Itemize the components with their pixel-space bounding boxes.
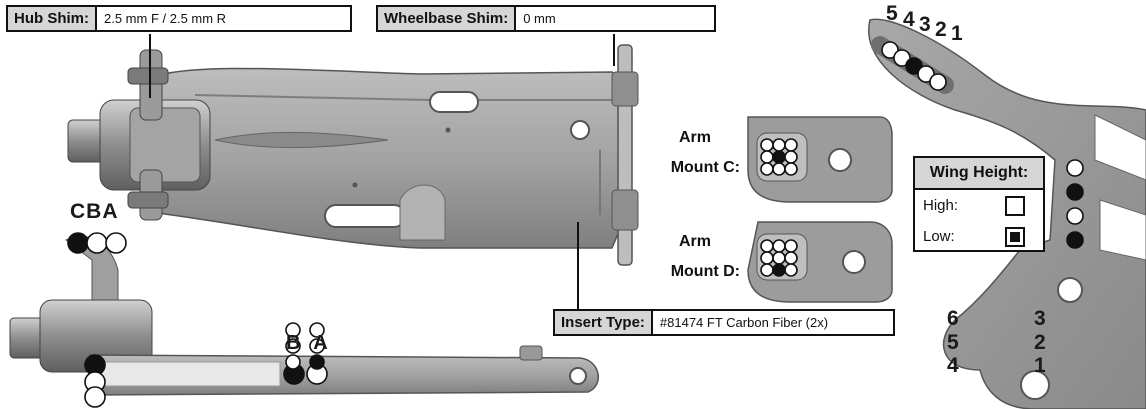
tower-top-hole-3 [917, 65, 935, 83]
insert-type-label: Insert Type: #81474 FT Carbon Fiber (2x) [553, 309, 895, 336]
tower-low-hole-0 [285, 322, 301, 338]
front-a-arm [136, 67, 629, 249]
tower-top-hole-1 [893, 49, 911, 67]
camber-position-letters: CBA [70, 200, 119, 223]
tower-right-nums-1: 2 [1034, 331, 1046, 354]
mount-c-hole-0 [760, 138, 774, 152]
arm-mount-d-label: Arm Mount D: [640, 232, 740, 282]
tower-left-nums-0: 6 [947, 307, 959, 330]
tower-low-hole-2 [285, 338, 301, 354]
tower-top-hole-2 [905, 57, 923, 75]
mount-d-hole-1 [772, 239, 786, 253]
arm-mount-d-line2: Mount D: [670, 263, 740, 280]
tower-right-numbers: 321 [1034, 307, 1046, 377]
tower-top-nums-3: 2 [935, 18, 947, 41]
mount-d-hole-5 [784, 251, 798, 265]
mount-d-hole-2 [784, 239, 798, 253]
wing-high-label: High: [923, 197, 959, 214]
wing-low-row: Low: [915, 221, 1043, 252]
mount-c-hole-3 [760, 150, 774, 164]
tower-left-nums-1: 5 [947, 331, 959, 354]
mount-d-hole-4 [772, 251, 786, 265]
lower-position-letters: B A [286, 332, 332, 354]
mount-d-hole-0 [760, 239, 774, 253]
tower-left-numbers: 654 [947, 307, 959, 377]
mount-c-hole-7 [772, 162, 786, 176]
tower-top-nums-1: 4 [903, 8, 915, 31]
arm-mount-c-line1: Arm [678, 129, 711, 146]
mount-c-hole-1 [772, 138, 786, 152]
tower-low-hole-1 [309, 322, 325, 338]
mount-c-hole-6 [760, 162, 774, 176]
mount-d-hole-6 [760, 263, 774, 277]
camber-dot-b [86, 232, 108, 254]
mount-c-hole-5 [784, 150, 798, 164]
wing-hole-2 [1066, 207, 1084, 225]
tower-low-hole-4 [285, 354, 301, 370]
tower-top-hole-4 [929, 73, 947, 91]
hub-shim-label: Hub Shim: 2.5 mm F / 2.5 mm R [6, 5, 352, 32]
camber-dot-a [105, 232, 127, 254]
camber-dot-c [67, 232, 89, 254]
wing-hole-0 [1066, 159, 1084, 177]
wing-hole-3 [1066, 231, 1084, 249]
tower-top-nums-0: 5 [886, 2, 898, 25]
hub-shim-key: Hub Shim: [8, 7, 97, 30]
tower-right-nums-0: 3 [1034, 307, 1046, 330]
tower-left-nums-2: 4 [947, 354, 959, 377]
hinge-pin [611, 44, 639, 266]
tower-top-nums-2: 3 [919, 13, 931, 36]
mount-c-hole-2 [784, 138, 798, 152]
arm-mount-c-line2: Mount C: [670, 159, 740, 176]
arm-mount-d-line1: Arm [678, 233, 711, 250]
wing-low-label: Low: [923, 228, 955, 245]
wheelbase-shim-key: Wheelbase Shim: [378, 7, 517, 30]
wing-height-title: Wing Height: [915, 158, 1043, 190]
position-dots [67, 41, 1084, 408]
wing-low-checkbox[interactable] [1005, 226, 1025, 247]
tower-top-nums-4: 1 [951, 22, 963, 45]
mount-d-hole-7 [772, 263, 786, 277]
wing-high-checkbox[interactable] [1005, 195, 1025, 216]
wing-high-row: High: [915, 190, 1043, 221]
tower-right-nums-2: 1 [1034, 354, 1046, 377]
mount-d-hole-8 [784, 263, 798, 277]
tower-top-hole-0 [881, 41, 899, 59]
mount-c-hole-4 [772, 150, 786, 164]
arm-mount-c-label: Arm Mount C: [640, 128, 740, 178]
wheelbase-shim-value: 0 mm [523, 11, 556, 26]
wing-hole-1 [1066, 183, 1084, 201]
mount-c-hole-8 [784, 162, 798, 176]
wing-height-box: Wing Height: High: Low: [913, 156, 1045, 252]
insert-type-value: #81474 FT Carbon Fiber (2x) [659, 315, 829, 330]
tower-low-hole-5 [309, 354, 325, 370]
steer-dot-3 [84, 386, 106, 408]
tower-low-hole-3 [309, 338, 325, 354]
hub-shim-value: 2.5 mm F / 2.5 mm R [104, 11, 227, 26]
front-hub [67, 49, 211, 221]
mount-d-hole-3 [760, 251, 774, 265]
insert-type-key: Insert Type: [555, 311, 653, 334]
wheelbase-shim-label: Wheelbase Shim: 0 mm [376, 5, 716, 32]
